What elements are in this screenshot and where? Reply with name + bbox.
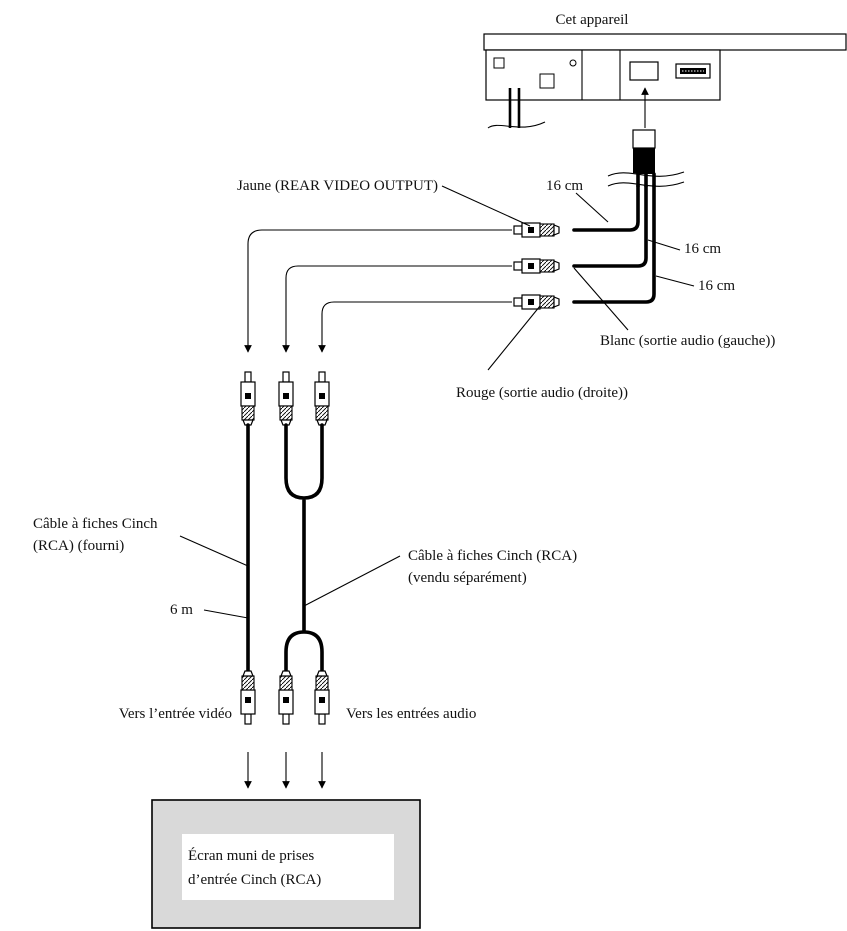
display-label-panel <box>182 834 394 900</box>
label-to-video: Vers l’entrée vidéo <box>119 706 232 722</box>
white-plug <box>513 258 560 274</box>
leader-red <box>487 305 541 371</box>
label-length-1: 16 cm <box>546 178 583 194</box>
white-lead <box>572 184 648 268</box>
leader-length-3 <box>655 275 695 287</box>
rca-plug-video-top <box>240 371 256 426</box>
red-lead <box>572 184 656 304</box>
head-unit-small-port <box>493 57 505 69</box>
cable-break-mark <box>606 171 686 187</box>
lead-cables <box>572 172 656 304</box>
label-sold-line1: Câble à fiches Cinch (RCA) <box>408 548 577 564</box>
head-unit-indicator <box>569 59 577 67</box>
display-label-line2: d’entrée Cinch (RCA) <box>188 872 321 888</box>
display-label-line1: Écran muni de prises <box>188 847 314 864</box>
head-unit-square-port <box>539 73 555 89</box>
cinch-cable-sold <box>284 423 324 672</box>
route-left-audio <box>282 265 512 353</box>
leader-supplied <box>179 535 249 567</box>
label-sold-line2: (vendu séparément) <box>408 570 527 586</box>
route-right-audio <box>318 301 512 353</box>
leader-length-2 <box>647 239 681 251</box>
lead-connector <box>632 87 656 174</box>
route-video <box>244 229 512 353</box>
leader-length-6m <box>203 609 249 619</box>
head-unit-bracket <box>487 88 546 129</box>
rca-plug-right-top <box>314 371 330 426</box>
label-supplied-length: 6 m <box>170 602 193 618</box>
leader-white <box>573 267 629 331</box>
label-length-2: 16 cm <box>684 241 721 257</box>
label-supplied-line1: Câble à fiches Cinch <box>33 516 158 532</box>
label-length-3: 16 cm <box>698 278 735 294</box>
label-supplied-line2: (RCA) (fourni) <box>33 538 124 554</box>
rca-plug-right-bottom <box>314 670 330 725</box>
label-to-audio: Vers les entrées audio <box>346 706 476 722</box>
usb-port-icon <box>675 63 711 79</box>
display-unit: Écran muni de prises d’entrée Cinch (RCA… <box>151 799 421 929</box>
yellow-lead <box>572 184 640 232</box>
yellow-plug <box>513 222 560 238</box>
label-red: Rouge (sortie audio (droite)) <box>456 385 628 401</box>
leader-sold <box>303 555 401 607</box>
head-unit-top-panel <box>483 33 847 51</box>
head-unit: Cet appareil <box>483 12 847 129</box>
leader-length-1 <box>575 192 609 223</box>
rear-video-jack <box>629 61 659 81</box>
label-white: Blanc (sortie audio (gauche)) <box>600 333 775 349</box>
rca-plug-video-bottom <box>240 670 256 725</box>
rca-plug-left-top <box>278 371 294 426</box>
red-plug <box>513 294 560 310</box>
leader-yellow <box>441 185 531 227</box>
label-yellow: Jaune (REAR VIDEO OUTPUT) <box>237 178 438 194</box>
rca-plug-left-bottom <box>278 670 294 725</box>
device-label: Cet appareil <box>556 12 629 28</box>
